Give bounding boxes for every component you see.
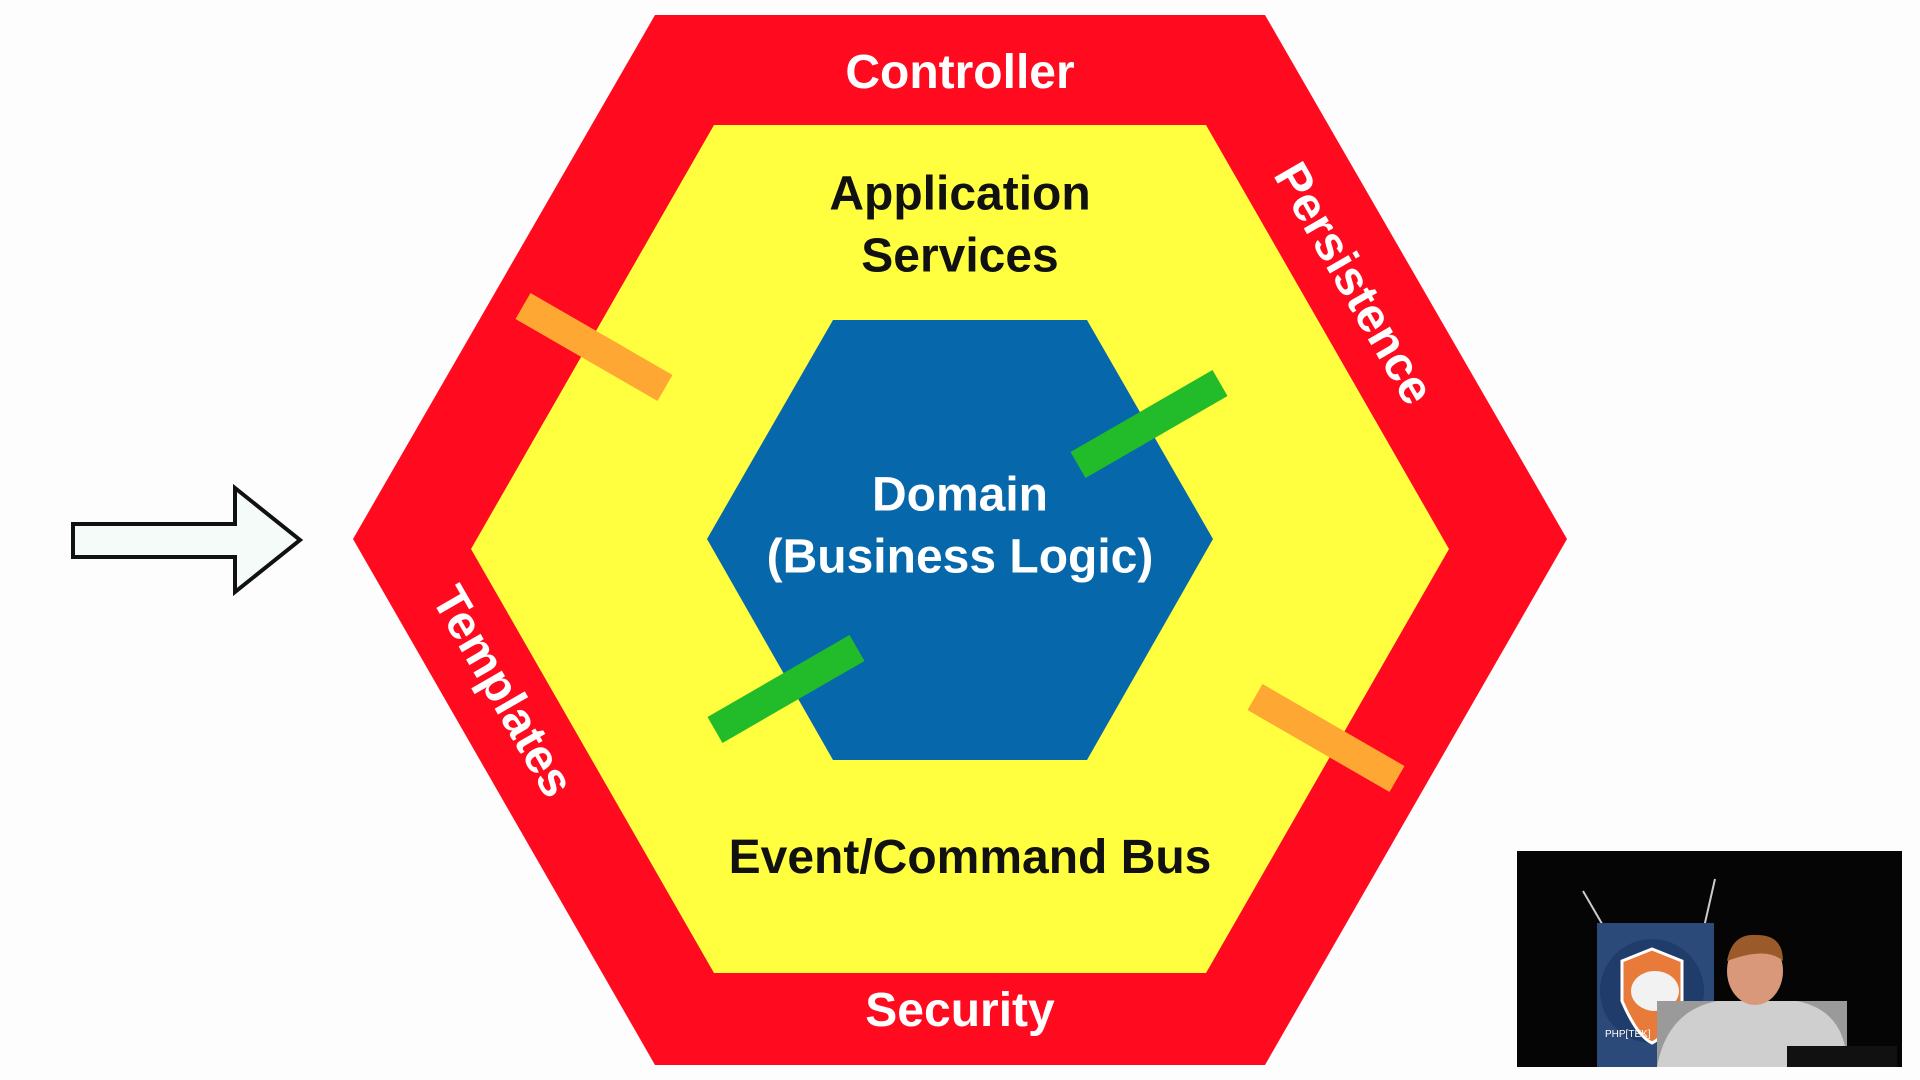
adapter-port-green-top-right [1070, 370, 1228, 478]
label-application-services: Application Services [829, 164, 1090, 289]
label-business-logic: (Business Logic) [766, 531, 1154, 584]
label-event-command-bus: Event/Command Bus [728, 830, 1212, 884]
label-application: Application [829, 167, 1091, 221]
label-controller: Controller [845, 45, 1075, 99]
adapter-port-orange-top-left [515, 293, 673, 401]
label-domain: Domain (Business Logic) [767, 465, 1154, 590]
speaker-video-overlay: PHP[TEK] [1517, 851, 1902, 1067]
label-security: Security [865, 983, 1055, 1037]
label-domain-title: Domain [871, 468, 1048, 522]
adapter-port-green-bottom-left [707, 635, 865, 743]
label-services: Services [861, 230, 1059, 283]
input-arrow [71, 483, 304, 597]
speaker-video-frame: PHP[TEK] [1582, 878, 1897, 1067]
adapter-port-orange-bottom-right [1247, 684, 1405, 792]
banner-text: PHP[TEK] [1605, 1029, 1651, 1040]
